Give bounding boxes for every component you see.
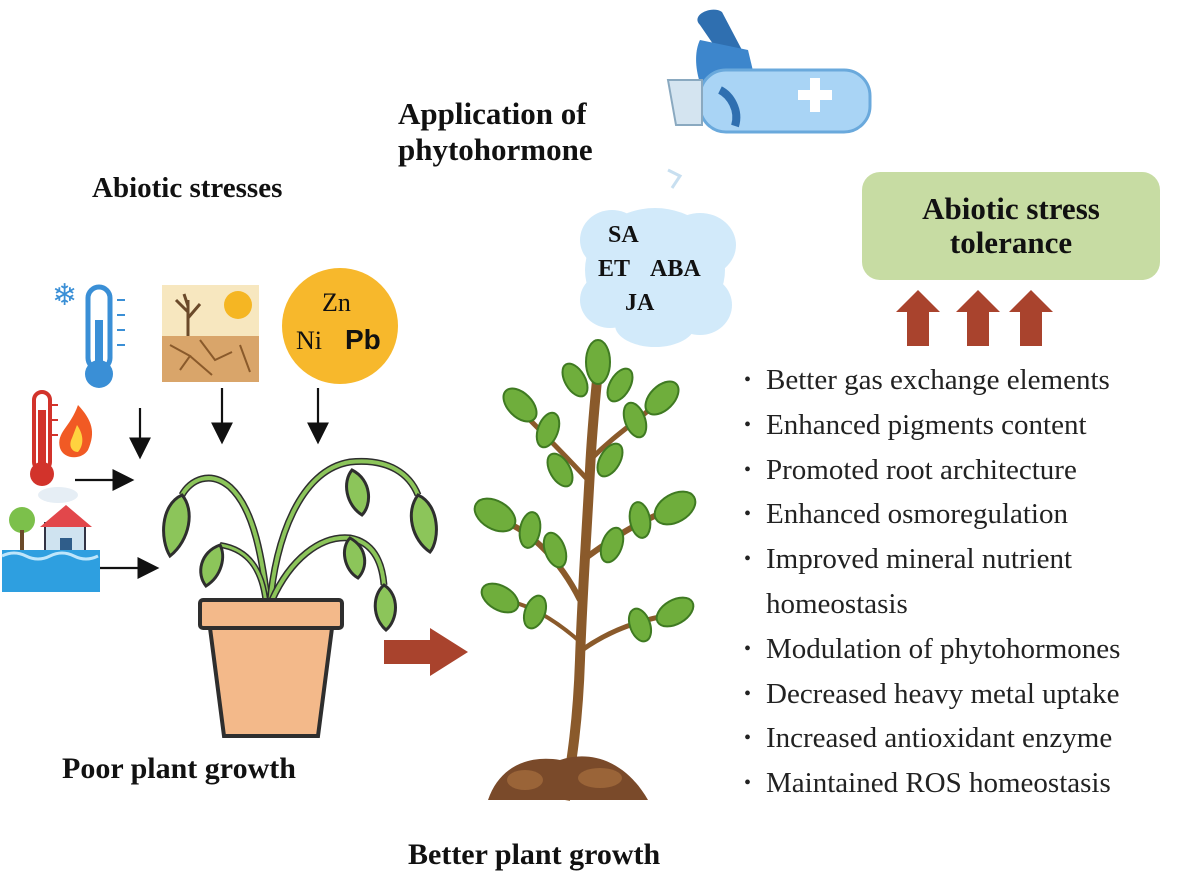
better-growth-label: Better plant growth bbox=[408, 838, 661, 871]
hormone-aba: ABA bbox=[650, 256, 701, 282]
metal-pb: Pb bbox=[345, 324, 381, 355]
drought-icon bbox=[162, 285, 259, 382]
thermometer-cold-icon: ❄ bbox=[52, 278, 125, 388]
hormone-et: ET bbox=[598, 256, 631, 282]
benefit-item: Promoted root architecture bbox=[742, 448, 1120, 493]
tolerance-box: Abiotic stress tolerance bbox=[862, 172, 1160, 280]
hormone-ja: JA bbox=[625, 290, 655, 316]
poor-growth-label: Poor plant growth bbox=[62, 752, 296, 785]
benefit-item: Maintained ROS homeostasis bbox=[742, 761, 1120, 806]
benefit-item-continuation: homeostasis bbox=[766, 587, 908, 620]
stress-arrows bbox=[75, 388, 329, 579]
application-title: Application of phytohormone bbox=[398, 96, 593, 168]
benefit-item: Enhanced osmoregulation bbox=[742, 492, 1120, 537]
benefit-item: Better gas exchange elements bbox=[742, 358, 1120, 403]
tolerance-line-2: tolerance bbox=[949, 225, 1073, 260]
spray-bottle-icon bbox=[666, 9, 872, 189]
application-line-2: phytohormone bbox=[398, 132, 593, 167]
healthy-tree bbox=[473, 339, 697, 801]
benefits-list: Better gas exchange elements Enhanced pi… bbox=[742, 358, 1120, 806]
abiotic-stresses-title: Abiotic stresses bbox=[92, 172, 283, 204]
hormone-sa: SA bbox=[608, 222, 639, 248]
metal-zn: Zn bbox=[322, 288, 351, 317]
heavy-metal-icon bbox=[282, 268, 398, 384]
transition-arrow bbox=[384, 628, 468, 676]
application-line-1: Application of bbox=[398, 96, 587, 131]
svg-text:❄: ❄ bbox=[52, 278, 77, 313]
phytohormone-cloud bbox=[580, 208, 736, 347]
benefit-item: Modulation of phytohormones bbox=[742, 627, 1120, 672]
tolerance-label: Abiotic stress tolerance bbox=[922, 192, 1100, 260]
thermometer-heat-icon bbox=[30, 390, 93, 486]
benefit-item: Increased antioxidant enzyme bbox=[742, 716, 1120, 761]
tolerance-line-1: Abiotic stress bbox=[922, 191, 1100, 226]
wilting-plant bbox=[162, 457, 438, 738]
benefit-item: Decreased heavy metal uptake bbox=[742, 672, 1120, 717]
tolerance-arrows bbox=[896, 290, 1053, 346]
flood-icon bbox=[1, 487, 100, 592]
metal-ni: Ni bbox=[296, 326, 322, 355]
benefit-item: Improved mineral nutrient bbox=[742, 537, 1120, 582]
benefit-item: Enhanced pigments content bbox=[742, 403, 1120, 448]
